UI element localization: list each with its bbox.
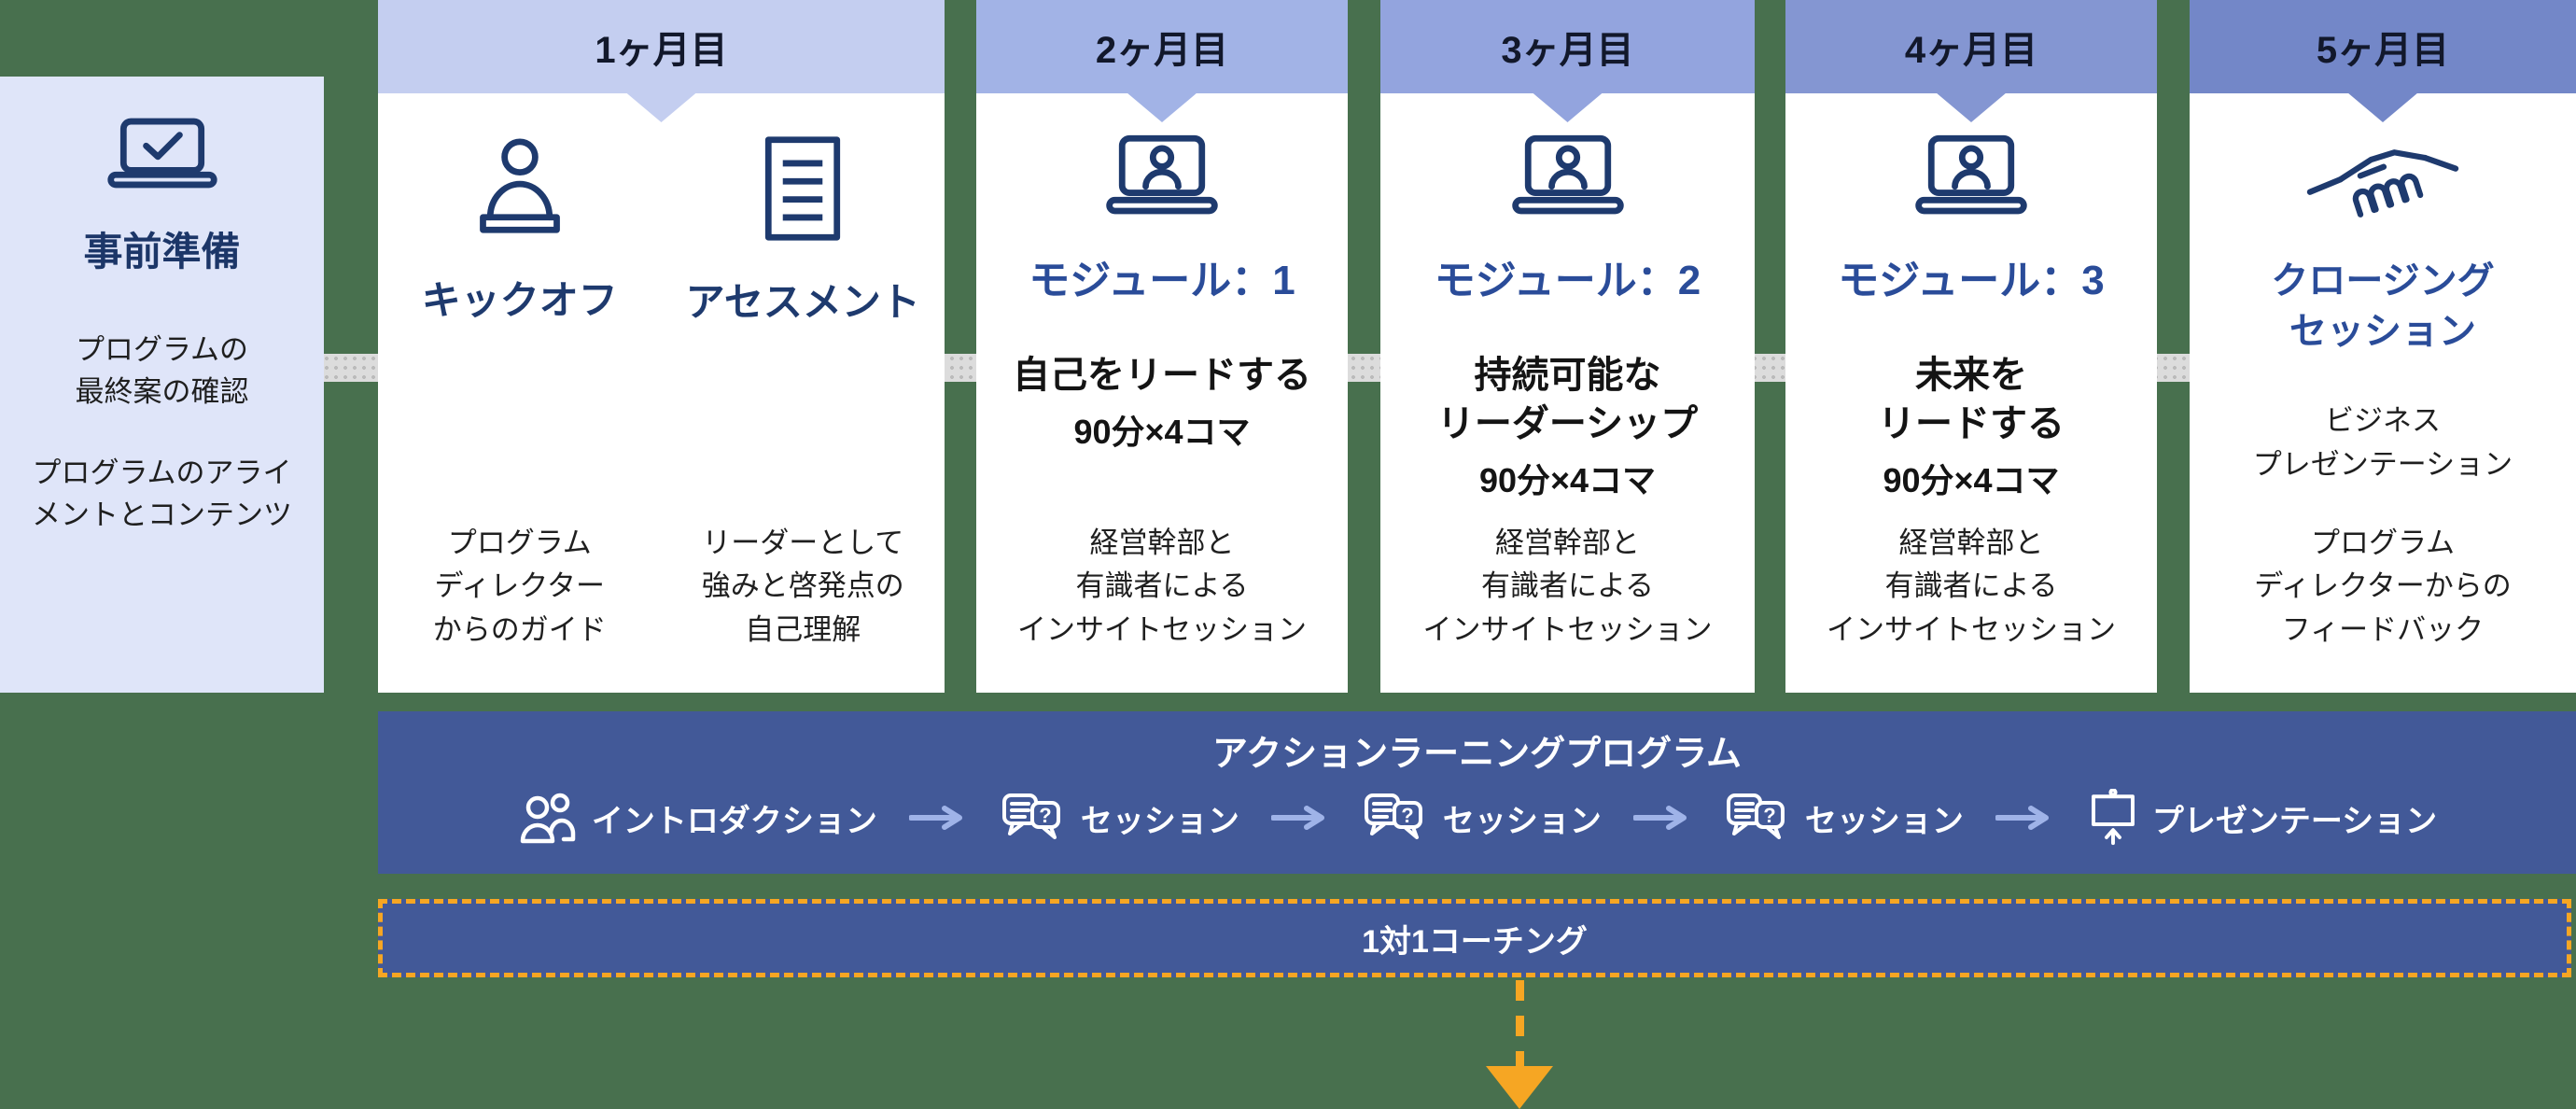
month-header: 5ヶ月目 [2190,0,2576,122]
month-column-1: 1ヶ月目 キックオフ プログラム ディレクター からのガイド アセスメント リ [378,0,945,693]
module-theme: 未来を リードする [1878,355,2065,444]
svg-text:?: ? [1401,804,1413,827]
coaching-box: 1対1コーチング [378,899,2571,977]
month-header: 4ヶ月目 [1785,0,2157,122]
prep-line: プログラムの 最終案の確認 [75,333,249,408]
closing-line: ビジネス プレゼンテーション [2252,404,2513,481]
action-learning-band: アクションラーニングプログラム イントロダクション [378,711,2576,874]
flow-arrow-icon [1995,806,2049,830]
flow-step-label: セッション [1804,803,1964,839]
flow-step-label: イントロダクション [591,803,877,839]
module-sessions: 90分×4コマ [1073,413,1251,451]
module-theme: 持続可能な リーダーシップ [1436,355,1699,444]
item-description: プログラム ディレクター からのガイド [432,526,607,646]
flow-step-session: ? セッション [1725,790,1964,846]
month-label: 2ヶ月目 [1095,30,1229,71]
chat-question-icon: ? [1726,793,1785,839]
laptop-check-icon [106,118,217,189]
laptop-person-icon [1106,134,1218,215]
module-title: モジュール：1 [1029,258,1295,303]
flow-step-label: プレゼンテーション [2151,803,2438,839]
flow-arrow-icon [908,806,962,830]
people-icon [520,793,576,844]
assessment-item: アセスメント リーダーとして 強みと啓発点の 自己理解 [662,93,945,693]
month-header: 2ヶ月目 [976,0,1348,122]
closing-line: プログラム ディレクターからの フィードバック [2254,526,2512,646]
module-description: 経営幹部と 有識者による インサイトセッション [1827,526,2116,646]
closing-title: クロージング セッション [2271,260,2495,352]
prep-line: プログラムのアライ メントとコンテンツ [32,456,292,531]
flow-step-introduction: イントロダクション [517,791,877,845]
month-card: クロージング セッション ビジネス プレゼンテーション プログラム ディレクター… [2190,93,2576,693]
flow-step-label: セッション [1442,803,1602,839]
month-label: 5ヶ月目 [2316,30,2450,71]
month-label: 4ヶ月目 [1904,30,2038,71]
module-description: 経営幹部と 有識者による インサイトセッション [1017,526,1307,646]
flow-arrow-icon [1270,806,1324,830]
flow-step-session: ? セッション [1363,790,1602,846]
down-arrow-shaft [1516,980,1524,1068]
item-title: アセスメント [685,280,920,324]
down-arrow-head [1486,1066,1553,1109]
month-card: モジュール：1 自己をリードする 90分×4コマ 経営幹部と 有識者による イン… [976,93,1348,693]
flow-step-label: セッション [1080,803,1239,839]
person-desk-icon [479,138,560,233]
down-arrow [1486,980,1553,1109]
document-icon [765,136,841,241]
chat-question-icon: ? [1364,793,1422,839]
svg-text:?: ? [1039,804,1051,827]
handshake-icon [2306,149,2459,218]
prep-panel: 事前準備 プログラムの 最終案の確認 プログラムのアライ メントとコンテンツ [0,77,324,693]
module-title: モジュール：3 [1838,258,2105,303]
prep-title: 事前準備 [83,230,241,274]
coaching-label: 1対1コーチング [1362,923,1588,960]
month-header: 1ヶ月目 [378,0,945,122]
module-title: モジュール：2 [1434,258,1701,303]
month-column-5: 5ヶ月目 クロージング セッション ビジネス プレゼンテーション プログラム デ… [2190,0,2576,693]
month-header: 3ヶ月目 [1380,0,1755,122]
screen-icon [2091,789,2135,846]
action-learning-flow: イントロダクション ? セッション [517,789,2437,847]
module-theme: 自己をリードする [1013,355,1311,396]
flow-step-session: ? セッション [1001,790,1239,846]
item-description: リーダーとして 強みと啓発点の 自己理解 [701,526,904,646]
month-label: 1ヶ月目 [595,30,728,71]
module-sessions: 90分×4コマ [1883,461,2060,499]
flow-step-presentation: プレゼンテーション [2087,789,2437,847]
month-column-3: 3ヶ月目 モジュール：2 持続可能な リーダーシップ 90分×4コマ 経営幹部と… [1380,0,1755,693]
kickoff-item: キックオフ プログラム ディレクター からのガイド [378,93,662,693]
month-card: モジュール：3 未来を リードする 90分×4コマ 経営幹部と 有識者による イ… [1785,93,2157,693]
month-column-4: 4ヶ月目 モジュール：3 未来を リードする 90分×4コマ 経営幹部と 有識者… [1785,0,2157,693]
month-card: キックオフ プログラム ディレクター からのガイド アセスメント リーダーとして… [378,93,945,693]
chat-question-icon: ? [1001,793,1060,839]
month-card: モジュール：2 持続可能な リーダーシップ 90分×4コマ 経営幹部と 有識者に… [1380,93,1755,693]
module-sessions: 90分×4コマ [1478,461,1657,499]
item-title: キックオフ [421,278,618,322]
flow-arrow-icon [1632,806,1687,830]
action-learning-title: アクションラーニングプログラム [1212,735,1742,774]
laptop-person-icon [1915,134,2027,215]
month-column-2: 2ヶ月目 モジュール：1 自己をリードする 90分×4コマ 経営幹部と 有識者に… [976,0,1348,693]
laptop-person-icon [1511,134,1624,215]
month-label: 3ヶ月目 [1501,30,1634,71]
module-description: 経営幹部と 有識者による インサイトセッション [1422,526,1713,646]
svg-text:?: ? [1763,804,1775,827]
